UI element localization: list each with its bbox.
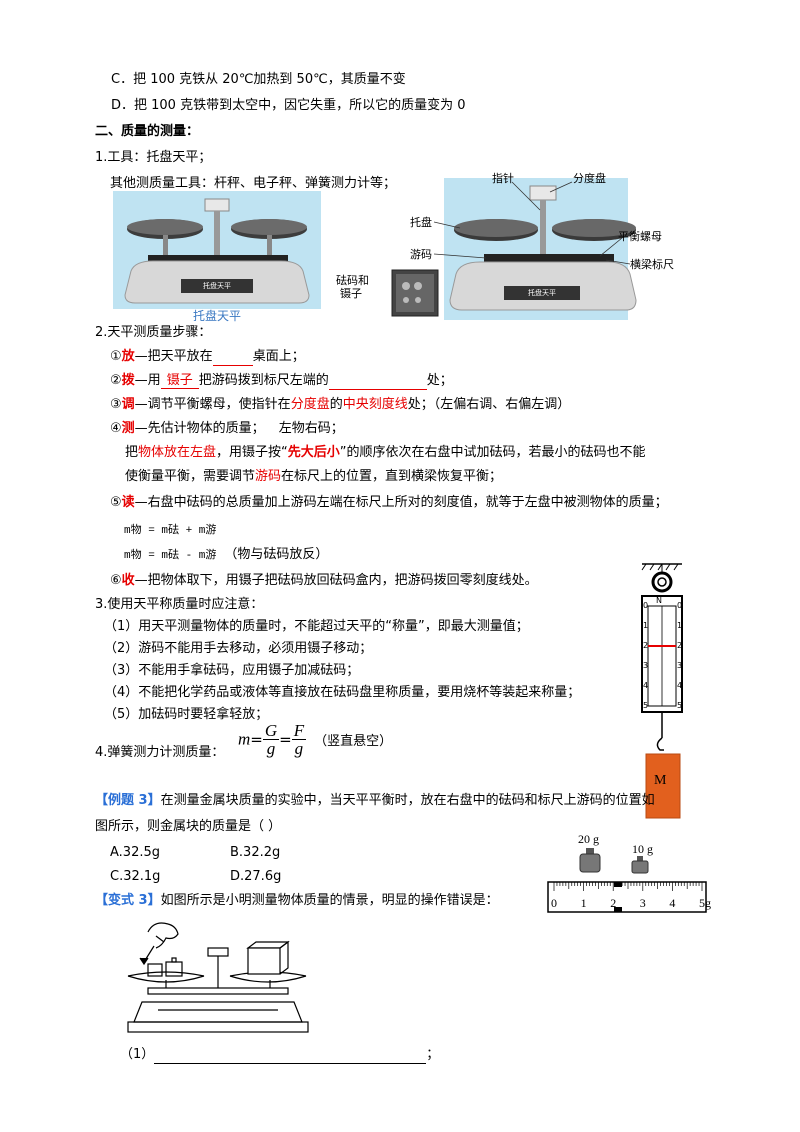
other-tools-line: 其他测质量工具：杆秤、电子秤、弹簧测力计等； [110,176,397,191]
weights-ruler-figure: 20 g 10 g 0 1 2 3 4 5g [546,830,711,916]
spring-tick-r-5: 5 [677,701,683,710]
example3-option-d[interactable]: D.27.6g [230,869,282,884]
spring-tick-r-1: 1 [677,621,683,630]
spring-tick-r-4: 4 [677,681,683,690]
tools-line: 1.工具：托盘天平； [95,150,212,165]
note-1: （1）用天平测量物体的质量时，不能超过天平的“称量”，即最大测量值； [104,619,529,634]
formula-reversed: m物 = m砝 - m游（物与砝码放反） [124,547,329,562]
note-2: （2）游码不能用手去移动，必须用镊子移动； [104,641,373,656]
label-rider: 游码 [410,248,432,261]
ruler-label-1: 1 [580,896,587,910]
variant3-tag: 【变式 3】 [95,893,161,908]
balance-photo-left: 托盘天平 托盘天平 [113,191,321,323]
notes-title: 3.使用天平称质量时应注意： [95,597,264,612]
label-beam-ruler: 横梁标尺 [630,258,674,271]
plate-text-right: 托盘天平 [528,289,556,297]
spring-unit-n: N [656,596,662,605]
example3-option-b[interactable]: B.32.2g [230,845,281,860]
formula-normal: m物 = m砝 + m游 [124,525,217,537]
note-4: （4）不能把化学药品或液体等直接放在砝码盘里称质量，要用烧杯等装起来称量； [104,685,581,700]
blank-surface[interactable] [212,351,253,366]
option-c: C．把 100 克铁从 20℃加热到 50℃，其质量不变 [111,72,406,87]
step-2: ②拨—用镊子把游码拨到标尺左端的处； [110,373,453,390]
blank-zero-mark[interactable] [328,375,427,390]
spring-tick-l-2: 2 [643,641,649,650]
label-tweezers: 镊子 [340,287,362,300]
step-4-line2: 把物体放在左盘，用镊子按“先大后小”的顺序依次在右盘中试加砝码，若最小的砝码也不… [125,445,646,460]
weight-10g-label: 10 g [632,842,653,856]
note-5: （5）加砝码时要轻拿轻放； [104,707,269,722]
step-3: ③调—调节平衡螺母，使指针在分度盘的中央刻度线处；（左偏右调、右偏左调） [110,397,571,412]
balance-line-drawing [118,918,318,1040]
step-4-line3: 使衡量平衡，需要调节游码在标尺上的位置，直到横梁恢复平衡； [125,469,503,484]
example3-tag: 【例题 3】 [95,793,161,808]
spring-tick-l-5: 5 [643,701,649,710]
label-scale-plate: 分度盘 [573,172,606,185]
spring-tick-l-4: 4 [643,681,649,690]
step-6: ⑥收—把物体取下，用镊子把砝码放回砝码盒内，把游码拨回零刻度线处。 [110,573,538,588]
fill-tweezers: 镊子 [160,373,199,389]
plate-text-left: 托盘天平 [203,282,231,290]
ruler-label-4: 4 [669,896,676,910]
ruler-label-0: 0 [551,896,557,910]
section-title: 二、质量的测量： [95,124,200,139]
ruler-label-5: 5g [699,896,711,910]
answer-blank-1[interactable] [154,1049,427,1064]
step-1-key: 放 [121,349,135,364]
note-3: （3）不能用手拿砝码，应用镊子加减砝码； [104,663,360,678]
example3-option-c[interactable]: C.32.1g [110,869,161,884]
balance-photo-labelled: 指针 分度盘 托盘 游码 平衡螺母 横梁标尺 砝码和 镊子 托盘天平 [336,162,674,324]
option-d: D．把 100 克铁带到太空中，因它失重，所以它的质量变为 0 [111,98,466,113]
label-weights: 砝码和 [336,274,369,287]
step-4: ④测—先估计物体的质量；左物右码； [110,421,344,436]
example3-line2: 图所示，则金属块的质量是（ ） [95,819,282,834]
example3-option-a[interactable]: A.32.5g [110,845,160,860]
ruler-label-2: 2 [610,896,617,910]
caption-left: 托盘天平 [193,309,242,323]
mass-m-label: M [654,773,667,788]
step-1: ①放—把天平放在桌面上； [110,349,305,366]
ruler-label-3: 3 [639,896,646,910]
variant3-line: 【变式 3】如图所示是小明测量物体质量的情景，明显的操作错误是： [95,893,499,908]
spring-tick-r-2: 2 [677,641,683,650]
spring-line: 4.弹簧测力计测质量： [95,745,225,760]
spring-tick-r-3: 3 [677,661,683,670]
spring-tick-l-0: 0 [643,601,649,610]
step-5: ⑤读—右盘中砝码的总质量加上游码左端在标尺上所对的刻度值，就等于左盘中被测物体的… [110,495,668,510]
spring-scale-figure: N 0 0 1 1 2 2 3 3 4 4 5 5 M [634,560,690,822]
spring-tick-r-0: 0 [677,601,683,610]
example3-line1: 【例题 3】在测量金属块质量的实验中，当天平平衡时，放在右盘中的砝码和标尺上游码… [95,793,655,808]
steps-title: 2.天平测质量步骤： [95,325,212,340]
answer-line-1: （1）； [120,1047,440,1064]
label-balance-nut: 平衡螺母 [618,230,662,243]
spring-tick-l-3: 3 [643,661,649,670]
label-pointer: 指针 [492,172,514,185]
spring-tick-l-1: 1 [643,621,649,630]
weight-20g-label: 20 g [578,832,599,846]
label-pan: 托盘 [410,216,432,229]
